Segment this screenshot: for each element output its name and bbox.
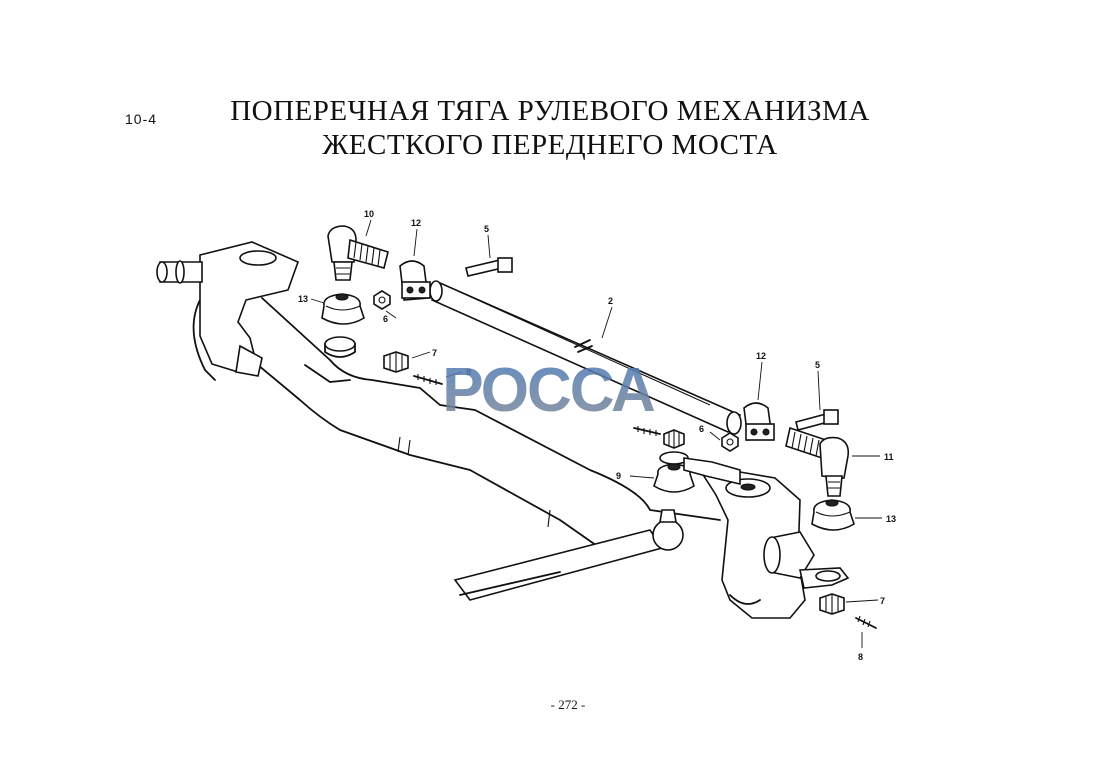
watermark-text: РОССА (442, 356, 655, 425)
drag-link-rod (453, 509, 684, 601)
castle-nut-center (663, 429, 685, 449)
page-number: - 272 - (550, 697, 586, 712)
dust-boot-left (321, 293, 365, 325)
callout-9: 9 (616, 471, 621, 481)
page-title: ПОПЕРЕЧНАЯ ТЯГА РУЛЕВОГО МЕХАНИЗМА ЖЕСТК… (200, 94, 900, 162)
bolt-lower (795, 409, 839, 431)
callout-6-upper: 6 (383, 314, 388, 324)
arm-center (683, 457, 741, 486)
callout-11: 11 (884, 452, 894, 462)
callout-8-upper: 8 (466, 367, 471, 377)
clamp-lower (743, 402, 775, 441)
callout-labels: 10 12 5 13 6 7 8 2 12 5 6 11 9 13 7 8 (298, 209, 896, 662)
callout-2: 2 (608, 296, 613, 306)
dust-boot-right (811, 499, 855, 531)
tie-rod-tube (429, 280, 742, 435)
nut-upper (373, 290, 391, 310)
callout-13-lower: 13 (886, 514, 896, 524)
clamp-upper (399, 260, 431, 301)
cotter-pin-left (413, 374, 443, 385)
callout-12-lower: 12 (756, 351, 766, 361)
nut-lower (721, 432, 739, 452)
title-line-2: ЖЕСТКОГО ПЕРЕДНЕГО МОСТА (322, 129, 778, 161)
seal-center (653, 451, 695, 493)
callout-12-upper: 12 (411, 218, 421, 228)
tie-rod-end-left (327, 225, 389, 281)
bolt-upper (465, 257, 513, 277)
castle-nut-left (383, 351, 409, 373)
section-number: 10-4 (125, 111, 158, 127)
rossa-watermark: РОССА (442, 356, 657, 425)
callout-6-lower: 6 (699, 424, 704, 434)
callout-5-upper: 5 (484, 224, 489, 234)
callout-7-upper: 7 (432, 348, 437, 358)
washer-left (324, 336, 356, 358)
tie-rod-end-right (785, 426, 850, 497)
callout-10: 10 (364, 209, 374, 219)
callout-8-lower: 8 (858, 652, 863, 662)
callout-13-upper: 13 (298, 294, 308, 304)
callout-7-lower: 7 (880, 596, 885, 606)
callout-5-lower: 5 (815, 360, 820, 370)
castle-nut-right (819, 593, 845, 615)
title-line-1: ПОПЕРЕЧНАЯ ТЯГА РУЛЕВОГО МЕХАНИЗМА (230, 95, 870, 127)
cotter-pin-center (633, 426, 661, 436)
right-steering-knuckle (698, 469, 850, 619)
front-axle-beam (156, 241, 721, 556)
cotter-pin-right (855, 615, 877, 629)
leader-lines (310, 219, 882, 648)
